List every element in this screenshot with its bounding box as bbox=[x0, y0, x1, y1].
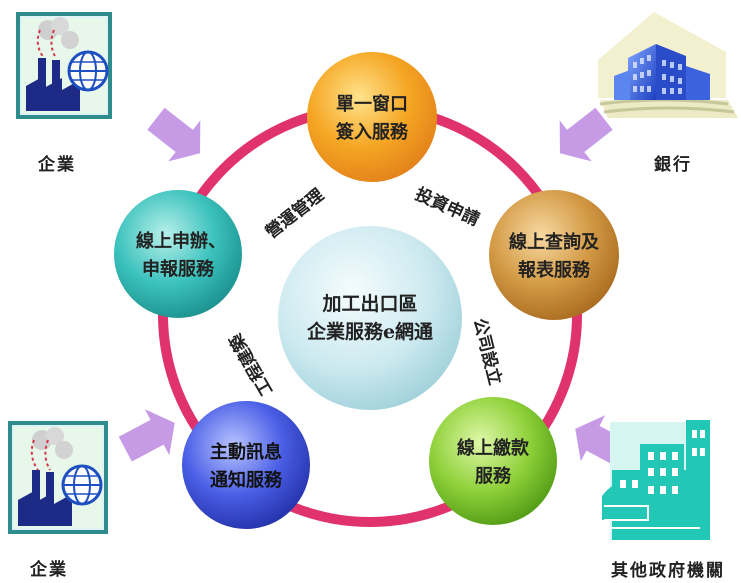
label-bank: 銀行 bbox=[654, 155, 692, 175]
node-query-report-line1: 線上查詢及 bbox=[509, 231, 600, 253]
government-building-icon bbox=[602, 420, 710, 540]
node-notify-line1: 主動訊息 bbox=[210, 441, 282, 463]
label-gov: 其他政府機關 bbox=[611, 561, 725, 581]
arrow-enterprise-top bbox=[147, 107, 201, 162]
center-title-line2: 企業服務e網通 bbox=[306, 320, 434, 343]
node-single-window-line2: 簽入服務 bbox=[336, 121, 409, 143]
node-single-window-line1: 單一窗口 bbox=[336, 93, 408, 115]
center-title-line1: 加工出口區 bbox=[321, 292, 417, 315]
node-single-window[interactable]: 單一窗口 簽入服務 bbox=[307, 52, 437, 182]
node-query-report[interactable]: 線上查詢及 報表服務 bbox=[489, 190, 619, 320]
arc-label-company: 公司設立 bbox=[469, 316, 506, 387]
label-enterprise-bottom: 企業 bbox=[30, 560, 68, 580]
arrow-bank bbox=[559, 107, 613, 162]
factory-globe-icon bbox=[16, 12, 112, 119]
node-online-payment-line2: 服務 bbox=[475, 465, 512, 487]
factory-globe-icon bbox=[8, 421, 108, 534]
label-enterprise-top: 企業 bbox=[38, 155, 76, 175]
node-online-apply[interactable]: 線上申辦、 申報服務 bbox=[114, 190, 242, 318]
node-online-apply-line1: 線上申辦、 bbox=[136, 230, 226, 252]
node-notify-line2: 通知服務 bbox=[210, 469, 283, 491]
node-query-report-line2: 報表服務 bbox=[518, 259, 591, 281]
center-hub bbox=[278, 226, 462, 410]
node-online-apply-line2: 申報服務 bbox=[142, 258, 215, 280]
bank-building-icon bbox=[598, 12, 738, 118]
arc-label-construction: 工程建築 bbox=[225, 329, 278, 399]
node-notify[interactable]: 主動訊息 通知服務 bbox=[182, 401, 310, 529]
node-online-payment-line1: 線上繳款 bbox=[457, 437, 530, 459]
arrow-enterprise-bottom bbox=[118, 409, 175, 462]
arc-label-investment: 投資申請 bbox=[412, 184, 483, 231]
arc-label-operations: 營運管理 bbox=[261, 184, 328, 242]
node-online-payment[interactable]: 線上繳款 服務 bbox=[429, 397, 557, 525]
